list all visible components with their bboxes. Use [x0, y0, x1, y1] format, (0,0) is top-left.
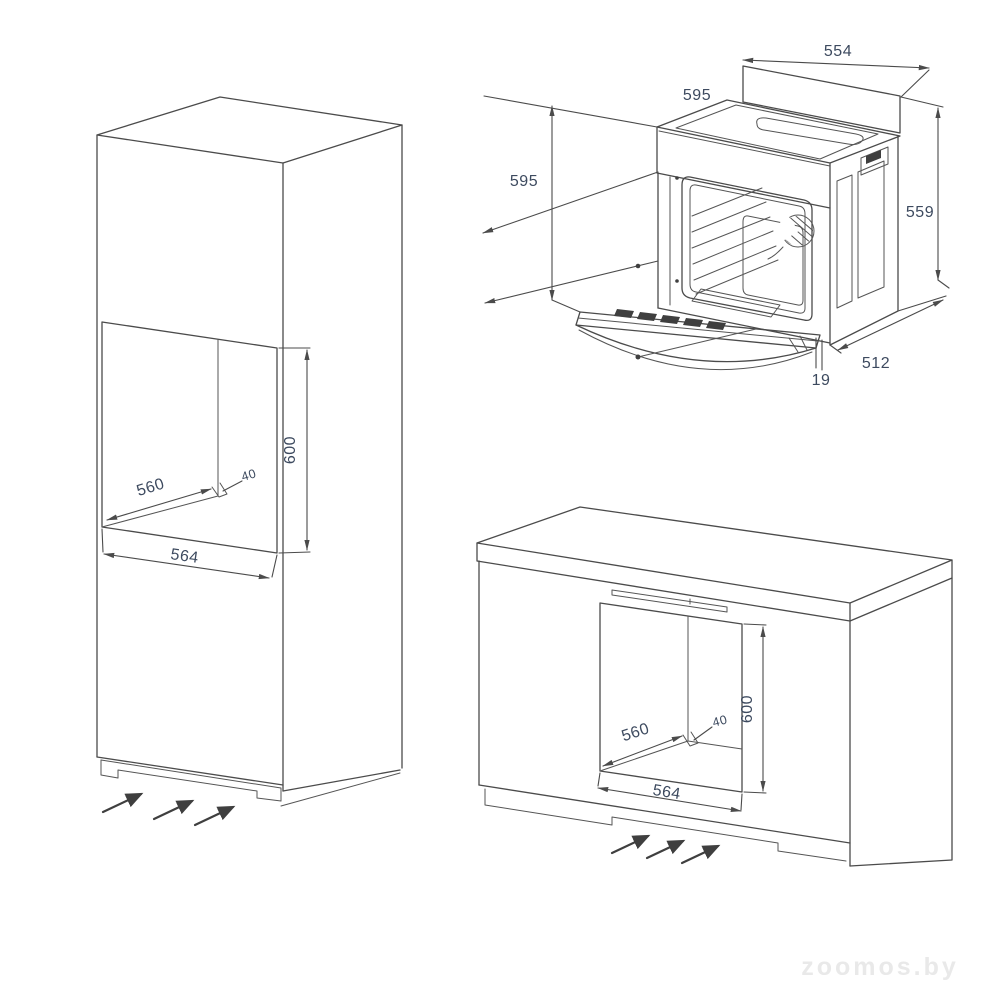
dim-label-width-564: 564 — [651, 782, 682, 803]
base-cabinet-view: 560 40 564 600 — [476, 506, 953, 867]
base-cabinet-outline — [476, 506, 953, 867]
dim-label-depth-560: 560 — [620, 720, 652, 745]
watermark-logo: zoomos.by — [801, 953, 959, 981]
dim-label-height-600: 600 — [739, 695, 756, 723]
base-cabinet-dimensions: 560 40 564 600 — [597, 623, 767, 812]
oven-open-door — [575, 309, 821, 371]
oven-side-panel — [836, 146, 889, 309]
airflow-arrows — [101, 792, 236, 827]
dim-label-rear-40: 40 — [240, 466, 258, 484]
dim-label-depth-560: 560 — [135, 475, 167, 500]
dim-label-rear-40: 40 — [711, 712, 729, 729]
dim-label-depth-595: 595 — [683, 87, 711, 104]
dim-label-top-554: 554 — [824, 43, 852, 60]
oven-dimensions: 554 595 595 559 512 19 — [482, 43, 950, 389]
dim-label-height-600: 600 — [282, 436, 299, 464]
tall-cabinet-dimensions: 560 40 564 600 — [101, 347, 311, 580]
dim-label-door-19: 19 — [812, 372, 831, 389]
oven-cavity — [675, 176, 815, 322]
tall-cabinet-view: 560 40 564 600 — [96, 96, 403, 827]
dim-label-bottom-512: 512 — [862, 355, 890, 372]
tall-cabinet-outline — [96, 96, 403, 807]
oven-view: 554 595 595 559 512 19 — [482, 43, 950, 389]
dim-label-height-595: 595 — [510, 173, 538, 190]
tall-cabinet-niche — [101, 321, 278, 554]
dim-label-width-564: 564 — [169, 546, 199, 567]
base-cabinet-niche — [599, 589, 743, 793]
airflow-arrows — [610, 834, 721, 865]
dim-label-side-559: 559 — [906, 204, 934, 221]
oven-body-outline — [656, 65, 901, 346]
